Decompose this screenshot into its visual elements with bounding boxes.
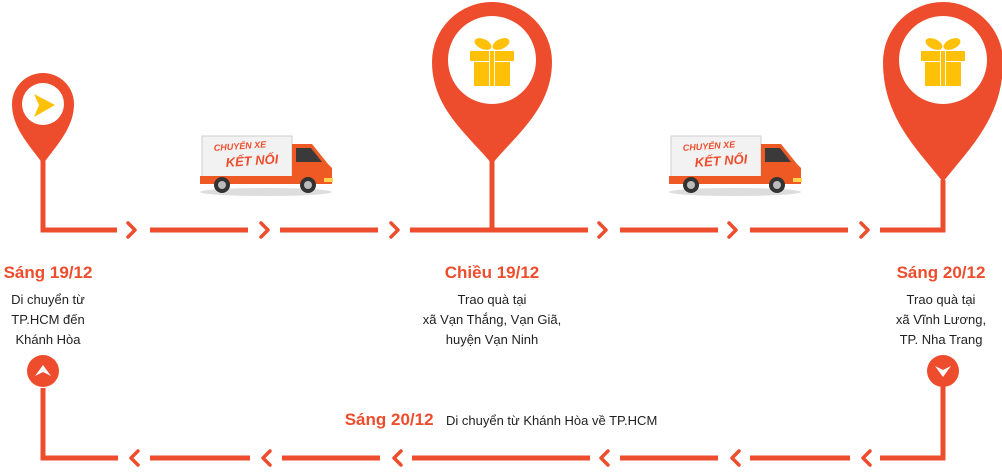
return-desc: Di chuyển từ Khánh Hòa về TP.HCM — [446, 413, 658, 428]
stop-desc: Di chuyển từ TP.HCM đến Khánh Hòa — [11, 292, 85, 347]
chevron-right-icon — [259, 221, 270, 239]
down-marker — [927, 355, 959, 387]
stop-1: Sáng 19/12 Di chuyển từ TP.HCM đến Khánh… — [0, 262, 96, 350]
arrow-down-icon — [935, 366, 951, 377]
chevron-left-icon — [730, 449, 741, 467]
chevron-right-icon — [126, 221, 137, 239]
gift-pin-1 — [432, 2, 552, 164]
chevron-left-icon — [861, 449, 872, 467]
bottom-route-line — [40, 385, 946, 461]
chevron-right-icon — [859, 221, 870, 239]
chevron-right-icon — [727, 221, 738, 239]
gift-pin-2 — [883, 2, 1002, 182]
stop-desc: Trao quà tại xã Vạn Thắng, Vạn Giã, huyệ… — [422, 292, 562, 347]
stop-date: Sáng 19/12 — [3, 263, 93, 282]
chevron-left-icon — [129, 449, 140, 467]
chevron-right-icon — [389, 221, 400, 239]
chevron-left-icon — [599, 449, 610, 467]
truck-line1: CHUYẾN XE — [213, 138, 267, 153]
stop-3: Sáng 20/12 Trao quà tại xã Vĩnh Lương, T… — [880, 262, 1002, 350]
chevron-left-icon — [261, 449, 272, 467]
up-marker — [27, 355, 59, 387]
truck-line2: KẾT NỐI — [225, 151, 279, 170]
stop-date: Chiều 19/12 — [444, 263, 540, 282]
truck-1: CHUYẾN XE KẾT NỐI — [200, 135, 333, 196]
stop-desc: Trao quà tại xã Vĩnh Lương, TP. Nha Tran… — [895, 292, 987, 347]
stop-2: Chiều 19/12 Trao quà tại xã Vạn Thắng, V… — [392, 262, 592, 350]
return-trip-label: Sáng 20/12 Di chuyển từ Khánh Hòa về TP.… — [0, 410, 1002, 430]
stop-date: Sáng 20/12 — [896, 263, 986, 282]
play-icon — [34, 94, 55, 117]
truck-line1: CHUYẾN XE — [682, 138, 736, 153]
arrow-up-icon — [35, 365, 51, 376]
gift-icon — [470, 38, 514, 86]
chevron-right-icon — [597, 221, 608, 239]
start-pin — [12, 73, 74, 164]
bottom-chevrons — [129, 449, 872, 467]
gift-icon — [921, 38, 965, 86]
return-date: Sáng 20/12 — [344, 410, 434, 429]
top-route-line — [40, 150, 946, 233]
truck-2: CHUYẾN XE KẾT NỐI — [669, 135, 802, 196]
chevron-left-icon — [392, 449, 403, 467]
truck-line2: KẾT NỐI — [694, 151, 748, 170]
top-chevrons — [126, 221, 870, 239]
